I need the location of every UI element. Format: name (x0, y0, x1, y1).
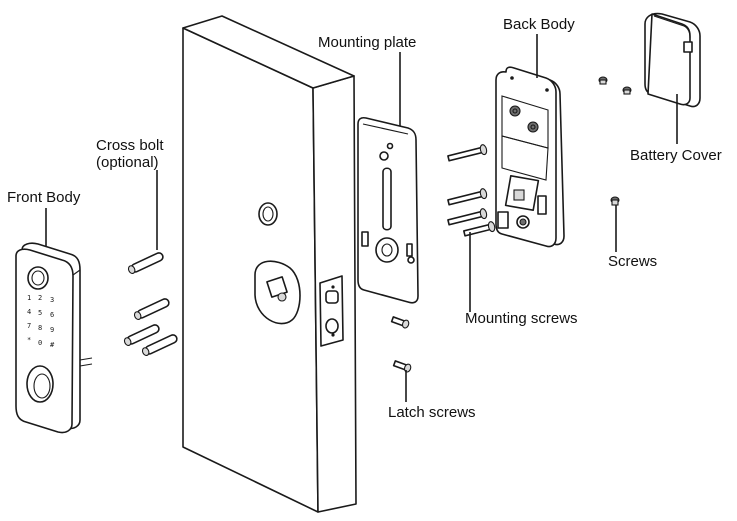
back-body (495, 66, 565, 248)
svg-text:9: 9 (50, 326, 54, 334)
label-latch-screws: Latch screws (388, 404, 476, 421)
label-front-body: Front Body (7, 189, 81, 206)
svg-text:*: * (27, 336, 31, 344)
svg-text:#: # (50, 341, 55, 349)
label-back-body: Back Body (503, 16, 575, 33)
label-battery-cover: Battery Cover (630, 147, 722, 164)
svg-text:7: 7 (27, 322, 31, 330)
small-screw-1 (598, 76, 608, 85)
mounting-plate (357, 116, 419, 304)
svg-text:0: 0 (38, 339, 42, 347)
label-mounting-plate: Mounting plate (318, 34, 416, 51)
svg-text:1: 1 (27, 294, 31, 302)
latch-screw-1 (390, 316, 410, 329)
label-mounting-screws: Mounting screws (465, 310, 578, 327)
small-screw-2 (622, 86, 632, 95)
mounting-screw-1 (447, 144, 488, 162)
battery-cover (644, 12, 701, 108)
label-screws: Screws (608, 253, 657, 270)
label-cross-bolt: Cross bolt (96, 137, 164, 154)
leader-lines (45, 34, 678, 402)
svg-text:5: 5 (38, 309, 42, 317)
side-screw (610, 196, 620, 206)
svg-text:8: 8 (38, 324, 42, 332)
mounting-screw-2 (447, 188, 488, 206)
svg-text:6: 6 (50, 311, 54, 319)
latch-screw-2 (392, 360, 412, 373)
mounting-screw-3 (447, 208, 488, 226)
label-cross-bolt-optional: (optional) (96, 154, 159, 171)
door (182, 15, 357, 513)
cross-bolts (123, 252, 178, 356)
svg-text:4: 4 (27, 308, 31, 316)
mounting-screw-4 (463, 221, 496, 237)
svg-text:2: 2 (38, 294, 42, 302)
svg-text:3: 3 (50, 296, 54, 304)
